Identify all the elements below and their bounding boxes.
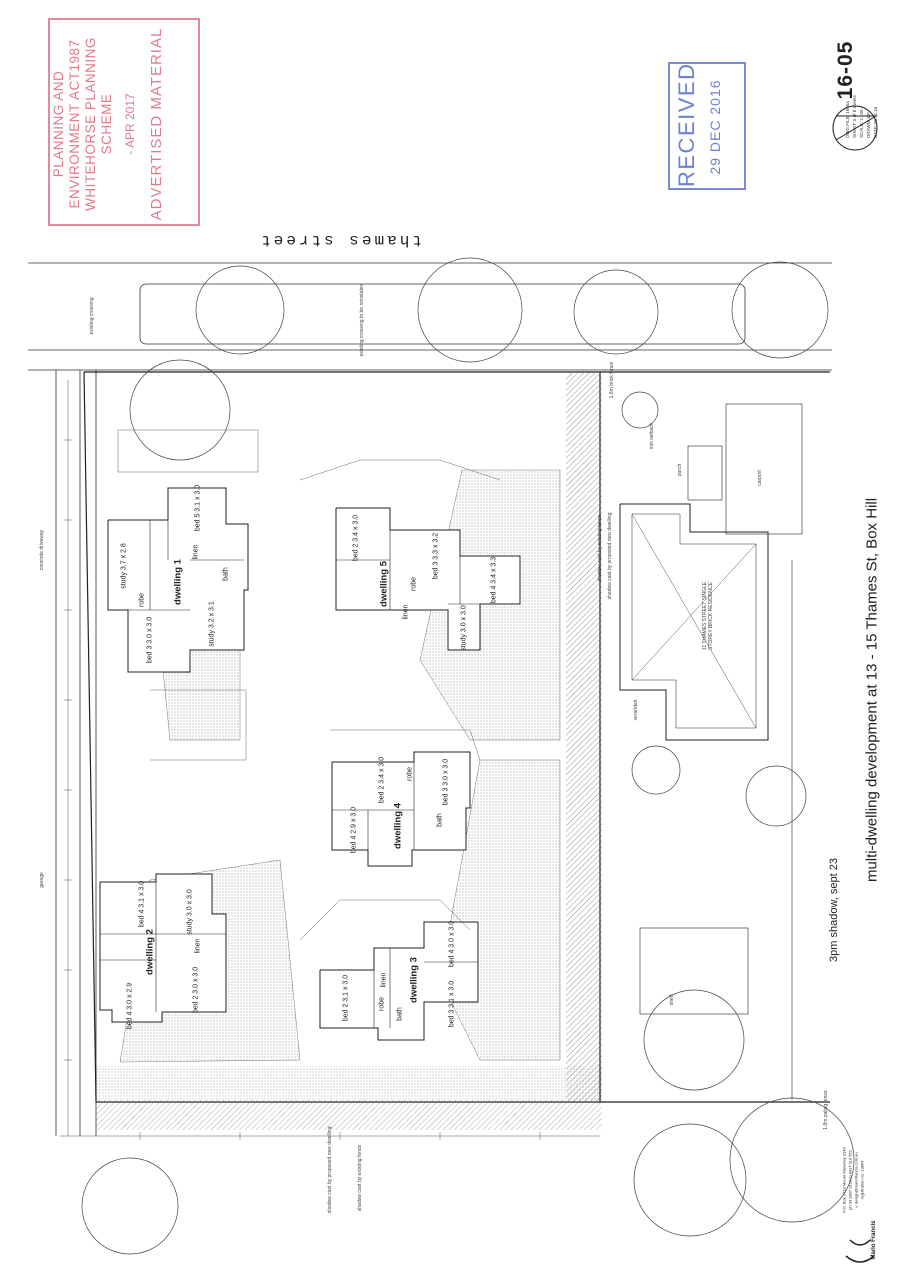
meta-scale: SCALE: 1:100 xyxy=(859,109,864,138)
planning-stamp-line3: WHITEHORSE PLANNING SCHEME xyxy=(83,37,114,211)
received-stamp-label: RECEIVED xyxy=(674,62,699,187)
planning-stamp-line2: ENVIRONMENT ACT1987 xyxy=(67,39,82,209)
room-label: linen xyxy=(194,938,202,954)
neighbour-residence xyxy=(619,403,803,1100)
room-label: bed 3 3.1 x 3.0 xyxy=(448,980,456,1028)
room-label: bed 4 3.1 x 3.0 xyxy=(138,880,146,928)
sheet-meta: DWG FILE: 1605a SHEET: 5 of 8 sheets SCA… xyxy=(843,42,883,182)
architect-phone: ph 03 9807 0120 m 0417 119 552 xyxy=(847,1150,853,1210)
room-label: bed 4 3.4 x 3.3 xyxy=(490,556,498,604)
room-label: study 3.7 x 2.8 xyxy=(120,543,128,589)
meta-file: DWG FILE: 1605a xyxy=(845,101,850,138)
room-label: bath xyxy=(222,567,230,581)
porch-label: porch xyxy=(677,463,683,477)
planning-stamp-line1: PLANNING AND xyxy=(51,70,66,178)
dwelling-1-plan xyxy=(107,487,249,673)
north-arrow-icon xyxy=(832,105,878,151)
shed-label: shed xyxy=(669,994,675,1006)
shadow-new-label-2: shadow cast by proposed new dwelling xyxy=(327,1126,333,1214)
carport-label: carport xyxy=(757,470,763,486)
dwelling-4-label: dwelling 4 xyxy=(392,803,404,849)
dimension-lines xyxy=(60,380,600,1140)
room-label: bath xyxy=(396,1007,404,1021)
room-label: bed 2 3.0 x 3.0 xyxy=(192,966,200,1014)
room-label: bath xyxy=(436,813,444,827)
driveway-label: concrete driveway xyxy=(39,529,45,571)
dwelling-3-label: dwelling 3 xyxy=(408,957,420,1003)
room-label: robe xyxy=(378,996,386,1012)
architect-block: Mario Francis P.O. Box 2719 Mount Waverl… xyxy=(838,1140,886,1270)
architect-email: e design@mariofrancis.com.au xyxy=(853,1152,859,1208)
garage-label: garage xyxy=(39,872,45,888)
street-frontage xyxy=(28,262,832,1136)
shadow-existing-label-2: shadow cast by existing fence xyxy=(357,1144,363,1212)
dwelling-4-plan xyxy=(331,751,471,867)
planning-stamp-date: - APR 2017 xyxy=(123,93,137,155)
existing-crossing-label: existing crossing xyxy=(89,297,95,335)
room-label: bed 2 3.4 x 3.0 xyxy=(352,514,360,562)
room-label: bed 4 3.0 x 3.0 xyxy=(448,920,456,968)
meta-sheet: SHEET: 5 of 8 sheets xyxy=(852,95,857,138)
shadow-existing-label: shadow cast by existing fence xyxy=(597,514,603,582)
drawing-title: multi-dwelling development at 13 - 15 Th… xyxy=(863,497,881,883)
room-label: study 3.0 x 3.0 xyxy=(186,889,194,935)
architect-address: P.O. Box 2719 Mount Waverley 3149 xyxy=(841,1147,847,1213)
room-label: bed 4 2.9 x 3.0 xyxy=(350,806,358,854)
architect-logo-icon xyxy=(845,1239,875,1263)
room-label: bed 3 3.0 x 3.0 xyxy=(442,758,450,806)
neighbour-label: 11 THAMES STREET SINGLE STOREY BRICK RES… xyxy=(702,581,714,651)
architect-name: Mario Francis xyxy=(871,1220,877,1260)
verandah-label: verandah xyxy=(633,699,639,721)
dwelling-3-plan xyxy=(319,921,479,1041)
room-label: bed 4 3.0 x 2.9 xyxy=(126,982,134,1030)
received-stamp: RECEIVED 29 DEC 2016 xyxy=(668,62,746,190)
drawing-caption: 3pm shadow, sept 23 xyxy=(828,858,840,962)
room-label: linen xyxy=(402,604,410,620)
room-label: bed 5 3.1 x 3.0 xyxy=(194,484,202,532)
crossing-removed-label: existing crossing to be reinstated xyxy=(359,283,365,357)
room-label: bed 3 3.0 x 3.0 xyxy=(146,616,154,664)
room-label: robe xyxy=(138,592,146,608)
room-label: linen xyxy=(380,972,388,988)
meta-date: DATE: 09.11.16 xyxy=(873,106,878,138)
room-label: study 3.2 x 3.1 xyxy=(208,601,216,647)
dwelling-5-label: dwelling 5 xyxy=(378,561,390,607)
architect-reg: registration no. 13864 xyxy=(859,1160,865,1200)
room-label: bed 2 3.1 x 3.0 xyxy=(342,974,350,1022)
setback-label: min setback xyxy=(649,422,655,450)
dwelling-5-plan xyxy=(335,507,521,651)
room-label: linen xyxy=(192,544,200,560)
dwelling-2-label: dwelling 2 xyxy=(144,929,156,975)
dwelling-2-plan xyxy=(99,873,227,1023)
room-label: bed 2 3.4 x 3.0 xyxy=(378,756,386,804)
fence-shadow xyxy=(96,372,602,1130)
room-label: study 3.0 x 3.0 xyxy=(460,605,468,651)
trees xyxy=(81,257,855,1255)
roof-outlines xyxy=(117,429,501,941)
shadow-new-label: shadow cast by proposed new dwelling xyxy=(607,512,613,600)
planning-advertised-stamp: PLANNING AND ENVIRONMENT ACT1987 WHITEHO… xyxy=(48,18,200,226)
paling-fence-label: 1.8m paling fence xyxy=(823,1090,829,1130)
street-name: thames street xyxy=(258,231,422,249)
planning-stamp-label: ADVERTISED MATERIAL xyxy=(148,27,165,221)
meta-drawn: DRAWN: MF xyxy=(866,112,871,138)
room-label: robe xyxy=(406,766,414,782)
brick-fence-label: 1.8m brick fence xyxy=(609,361,615,399)
received-stamp-date: 29 DEC 2016 xyxy=(707,79,723,175)
room-label: robe xyxy=(410,576,418,592)
dwelling-1-label: dwelling 1 xyxy=(172,559,184,605)
room-label: bed 3 3.3 x 3.2 xyxy=(432,532,440,580)
